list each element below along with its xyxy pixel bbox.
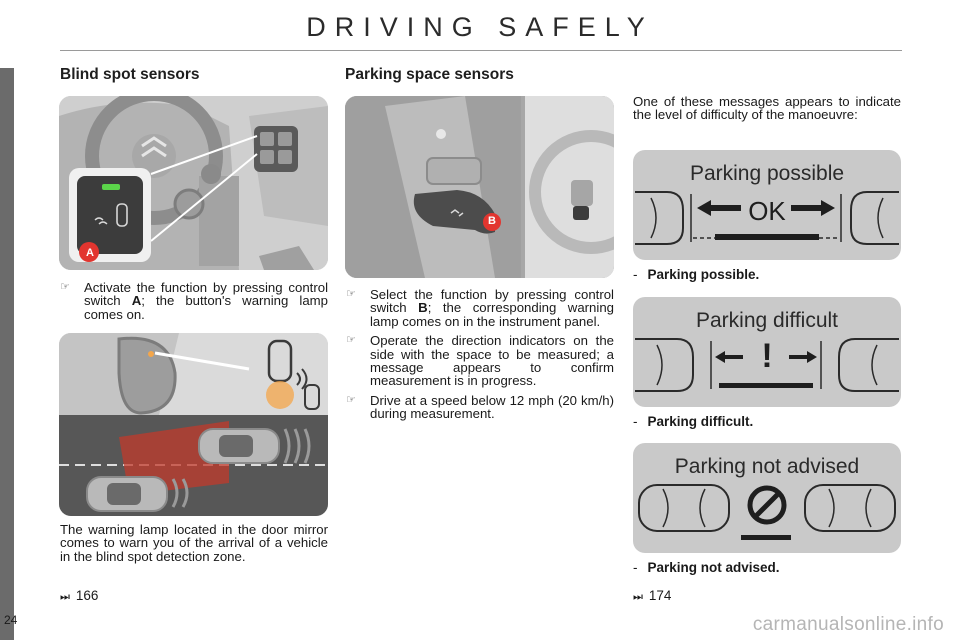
message-parking-possible: Parking possible OK bbox=[633, 150, 901, 260]
caption-parking-difficult: -Parking difficult. bbox=[633, 414, 753, 429]
ok-symbol: OK bbox=[748, 196, 786, 226]
parking-intro: One of these messages appears to indicat… bbox=[633, 94, 901, 123]
bullet-text-post: ; the corresponding warning lamp comes o… bbox=[370, 300, 614, 329]
caption-dash: - bbox=[633, 414, 638, 429]
blind-spot-bullet: ☞ Activate the function by pressing cont… bbox=[60, 281, 328, 327]
parking-bullets: ☞ Select the function by pressing contro… bbox=[346, 288, 614, 427]
blind-spot-paragraph: The warning lamp located in the door mir… bbox=[60, 522, 328, 564]
warning-lamp-indicator bbox=[102, 184, 120, 190]
bullet-item: ☞ Activate the function by pressing cont… bbox=[60, 281, 328, 321]
parking-difficult-diagram bbox=[635, 338, 899, 392]
blind-spot-road-illustration bbox=[59, 333, 328, 516]
skip-forward-icon: ⏭ bbox=[633, 591, 643, 603]
parking-ref-page: 174 bbox=[648, 588, 672, 603]
bullet-text-bold: A bbox=[131, 293, 142, 309]
page-title: DRIVING SAFELY bbox=[306, 12, 654, 42]
pointing-hand-icon: ☞ bbox=[346, 288, 356, 300]
caption-parking-possible: -Parking possible. bbox=[633, 267, 759, 282]
bullet-item: ☞ Drive at a speed below 12 mph (20 km/h… bbox=[346, 394, 614, 421]
bullet-item: ☞ Operate the direction indicators on th… bbox=[346, 334, 614, 388]
dashboard-switch-illustration: A bbox=[59, 96, 328, 270]
caption-dash: - bbox=[633, 560, 638, 575]
pointing-hand-icon: ☞ bbox=[346, 334, 356, 347]
side-tab-bar bbox=[0, 68, 14, 640]
blind-spot-heading: Blind spot sensors bbox=[60, 66, 200, 83]
parking-switch-illustration: B bbox=[345, 96, 614, 278]
message-title: Parking not advised bbox=[674, 455, 860, 478]
bullet-item: ☞ Select the function by pressing contro… bbox=[346, 288, 614, 328]
parking-sensors-heading: Parking space sensors bbox=[345, 66, 514, 83]
pointing-hand-icon: ☞ bbox=[60, 281, 70, 293]
caption-text: Parking not advised. bbox=[647, 560, 780, 575]
bullet-text-bold: B bbox=[418, 300, 428, 316]
pointing-hand-icon: ☞ bbox=[346, 393, 356, 406]
message-title: Parking difficult bbox=[695, 309, 839, 332]
parking-reference[interactable]: ⏭ 174 bbox=[633, 588, 671, 604]
blind-spot-ref-page: 166 bbox=[75, 588, 99, 603]
caption-dash: - bbox=[633, 267, 638, 282]
message-parking-difficult: Parking difficult ! bbox=[633, 297, 901, 407]
skip-forward-icon: ⏭ bbox=[60, 591, 70, 603]
dashboard-switch-svg bbox=[59, 96, 328, 270]
no-entry-icon bbox=[747, 485, 787, 525]
caption-text: Parking difficult. bbox=[647, 414, 754, 429]
parking-switch-svg bbox=[345, 96, 614, 278]
caption-parking-not-advised: -Parking not advised. bbox=[633, 560, 780, 575]
page-number: 24 bbox=[4, 613, 18, 627]
bullet-text-post: ; the button's warning lamp comes on. bbox=[84, 293, 328, 322]
bullet-text-pre: Select the function by pressing control … bbox=[370, 287, 614, 316]
bullet-text-pre: Drive at a speed below 12 mph (20 km/h) … bbox=[370, 392, 614, 422]
parking-not-advised-diagram bbox=[638, 484, 896, 540]
switch-b-marker: B bbox=[488, 215, 496, 227]
blind-spot-road-svg bbox=[59, 333, 328, 516]
blind-spot-reference[interactable]: ⏭ 166 bbox=[60, 588, 98, 604]
message-parking-not-advised: Parking not advised bbox=[633, 443, 901, 553]
parking-possible-diagram bbox=[635, 191, 899, 245]
bullet-text-pre: Operate the direction indicators on the … bbox=[370, 333, 614, 389]
switch-a-marker: A bbox=[86, 247, 94, 259]
caption-text: Parking possible. bbox=[647, 267, 760, 282]
message-title: Parking possible bbox=[689, 162, 845, 185]
title-rule bbox=[60, 50, 902, 51]
warning-exclamation-icon: ! bbox=[761, 337, 773, 375]
watermark-text: carmanualsonline.info bbox=[752, 614, 944, 635]
bullet-text-pre: Activate the function by pressing contro… bbox=[84, 280, 328, 309]
